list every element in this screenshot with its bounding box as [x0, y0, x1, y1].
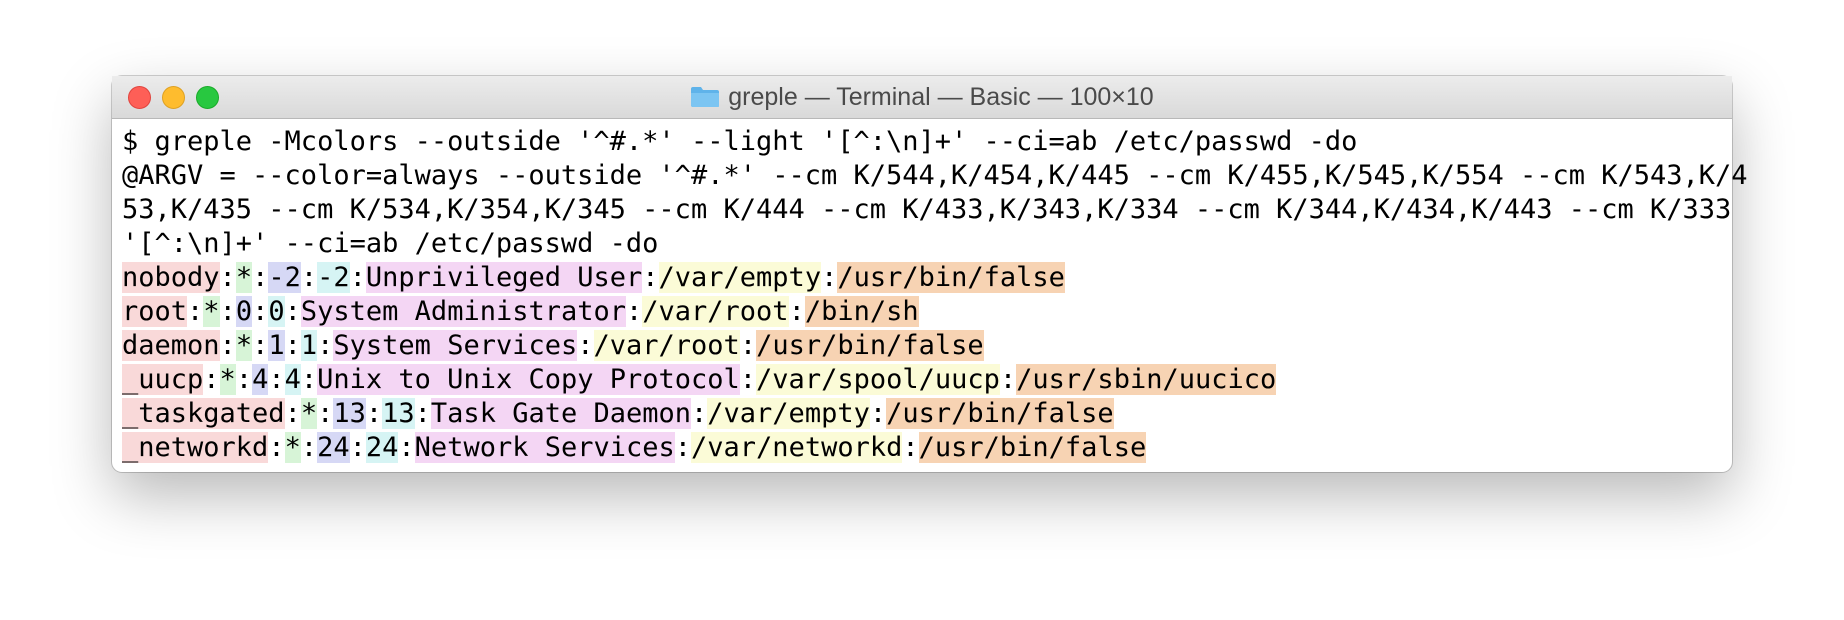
- passwd-row: _uucp:*:4:4:Unix to Unix Copy Protocol:/…: [122, 363, 1722, 397]
- field-separator: :: [300, 262, 318, 293]
- field-separator: :: [349, 262, 366, 293]
- passwd-field: Task Gate Daemon: [430, 398, 692, 429]
- title-bar[interactable]: greple — Terminal — Basic — 100×10: [112, 76, 1732, 119]
- passwd-field: _taskgated: [122, 398, 285, 429]
- passwd-field: 4: [252, 364, 269, 395]
- passwd-field: /usr/sbin/uucico: [1016, 364, 1277, 395]
- field-separator: :: [268, 364, 285, 395]
- passwd-field: *: [203, 296, 220, 327]
- field-separator: :: [691, 398, 708, 429]
- passwd-field: Unprivileged User: [365, 262, 643, 293]
- passwd-field: nobody: [122, 262, 220, 293]
- passwd-field: 1: [300, 330, 318, 361]
- passwd-field: /usr/bin/false: [837, 262, 1065, 293]
- window-controls: [128, 86, 219, 109]
- field-separator: :: [739, 364, 757, 395]
- passwd-field: 1: [268, 330, 285, 361]
- field-separator: :: [268, 432, 285, 463]
- passwd-field: *: [235, 262, 253, 293]
- passwd-field: *: [300, 398, 318, 429]
- passwd-field: /var/root: [593, 330, 740, 361]
- field-separator: :: [284, 398, 301, 429]
- field-separator: :: [300, 364, 318, 395]
- window-title: greple — Terminal — Basic — 100×10: [728, 82, 1154, 111]
- field-separator: :: [869, 398, 887, 429]
- passwd-row: root:*:0:0:System Administrator:/var/roo…: [122, 295, 1722, 329]
- passwd-field: System Administrator: [300, 296, 626, 327]
- passwd-field: 13: [382, 398, 415, 429]
- passwd-field: 24: [317, 432, 350, 463]
- field-separator: :: [999, 364, 1017, 395]
- field-separator: :: [300, 432, 318, 463]
- field-separator: :: [626, 296, 643, 327]
- passwd-row: daemon:*:1:1:System Services:/var/root:/…: [122, 329, 1722, 363]
- field-separator: :: [317, 330, 334, 361]
- passwd-field: /bin/sh: [804, 296, 919, 327]
- passwd-row: _networkd:*:24:24:Network Services:/var/…: [122, 431, 1722, 465]
- passwd-field: 0: [268, 296, 285, 327]
- passwd-field: 0: [235, 296, 253, 327]
- field-separator: :: [788, 296, 805, 327]
- field-separator: :: [674, 432, 692, 463]
- field-separator: :: [821, 262, 838, 293]
- passwd-field: /var/networkd: [691, 432, 903, 463]
- passwd-field: *: [219, 364, 236, 395]
- field-separator: :: [235, 364, 253, 395]
- field-separator: :: [398, 432, 415, 463]
- terminal-window: greple — Terminal — Basic — 100×10 $ gre…: [112, 76, 1748, 472]
- passwd-field: *: [284, 432, 301, 463]
- passwd-field: daemon: [122, 330, 220, 361]
- passwd-field: /usr/bin/false: [886, 398, 1114, 429]
- field-separator: :: [284, 330, 301, 361]
- field-separator: :: [349, 432, 366, 463]
- argv-line: 53,K/435 --cm K/534,K/354,K/345 --cm K/4…: [122, 194, 1732, 225]
- field-separator: :: [642, 262, 659, 293]
- passwd-row: nobody:*:-2:-2:Unprivileged User:/var/em…: [122, 261, 1722, 295]
- field-separator: :: [739, 330, 757, 361]
- passwd-field: _uucp: [122, 364, 204, 395]
- zoom-button[interactable]: [196, 86, 219, 109]
- passwd-field: *: [235, 330, 253, 361]
- passwd-field: Network Services: [414, 432, 675, 463]
- passwd-field: /usr/bin/false: [918, 432, 1147, 463]
- passwd-field: Unix to Unix Copy Protocol: [317, 364, 740, 395]
- passwd-field: /var/root: [642, 296, 789, 327]
- field-separator: :: [252, 296, 269, 327]
- field-separator: :: [252, 330, 269, 361]
- field-separator: :: [219, 330, 236, 361]
- passwd-field: /var/empty: [658, 262, 822, 293]
- passwd-field: _networkd: [122, 432, 269, 463]
- field-separator: :: [317, 398, 334, 429]
- close-button[interactable]: [128, 86, 151, 109]
- passwd-row: _taskgated:*:13:13:Task Gate Daemon:/var…: [122, 397, 1722, 431]
- passwd-field: /var/spool/uucp: [756, 364, 1000, 395]
- argv-line: '[^:\n]+' --ci=ab /etc/passwd -do: [122, 228, 659, 259]
- minimize-button[interactable]: [162, 86, 185, 109]
- field-separator: :: [284, 296, 301, 327]
- passwd-field: -2: [268, 262, 301, 293]
- field-separator: :: [365, 398, 383, 429]
- field-separator: :: [187, 296, 204, 327]
- passwd-field: 24: [365, 432, 399, 463]
- field-separator: :: [219, 296, 236, 327]
- passwd-field: 4: [284, 364, 301, 395]
- field-separator: :: [414, 398, 431, 429]
- window-title-group: greple — Terminal — Basic — 100×10: [690, 82, 1154, 112]
- passwd-field: root: [122, 296, 188, 327]
- field-separator: :: [577, 330, 594, 361]
- passwd-field: /var/empty: [707, 398, 870, 429]
- folder-icon: [690, 86, 720, 108]
- terminal-output[interactable]: $ greple -Mcolors --outside '^#.*' --lig…: [112, 119, 1748, 465]
- passwd-field: 13: [333, 398, 366, 429]
- field-separator: :: [203, 364, 220, 395]
- field-separator: :: [252, 262, 269, 293]
- passwd-field: System Services: [333, 330, 578, 361]
- field-separator: :: [902, 432, 919, 463]
- command-line: $ greple -Mcolors --outside '^#.*' --lig…: [122, 126, 1358, 157]
- field-separator: :: [219, 262, 236, 293]
- passwd-field: -2: [317, 262, 350, 293]
- argv-line: @ARGV = --color=always --outside '^#.*' …: [122, 160, 1748, 191]
- passwd-field: /usr/bin/false: [756, 330, 984, 361]
